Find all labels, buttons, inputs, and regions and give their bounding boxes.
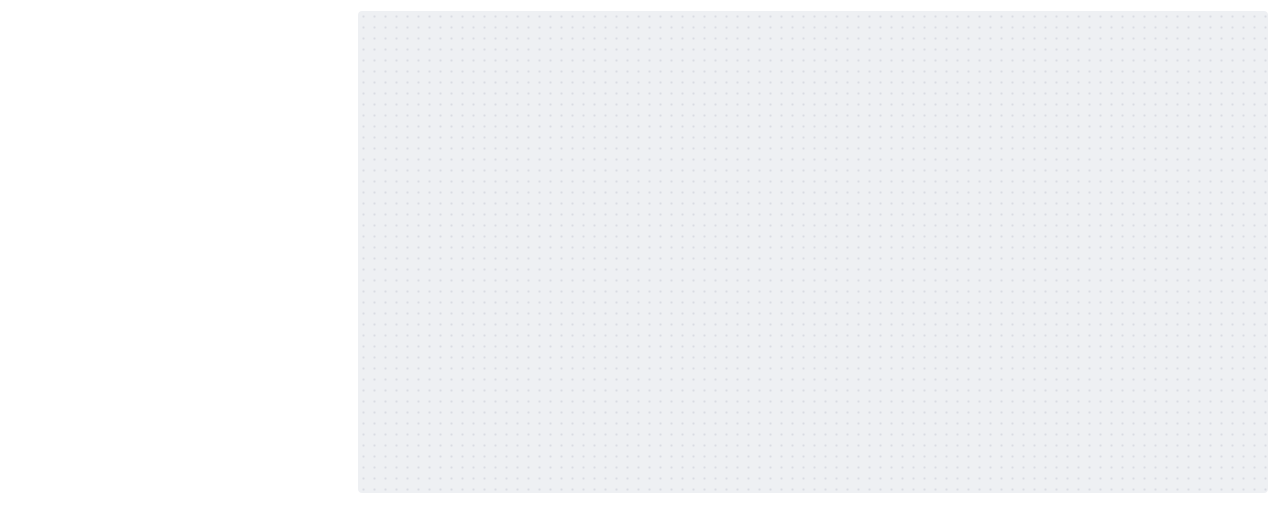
canvas-dotted-region bbox=[358, 11, 1268, 493]
